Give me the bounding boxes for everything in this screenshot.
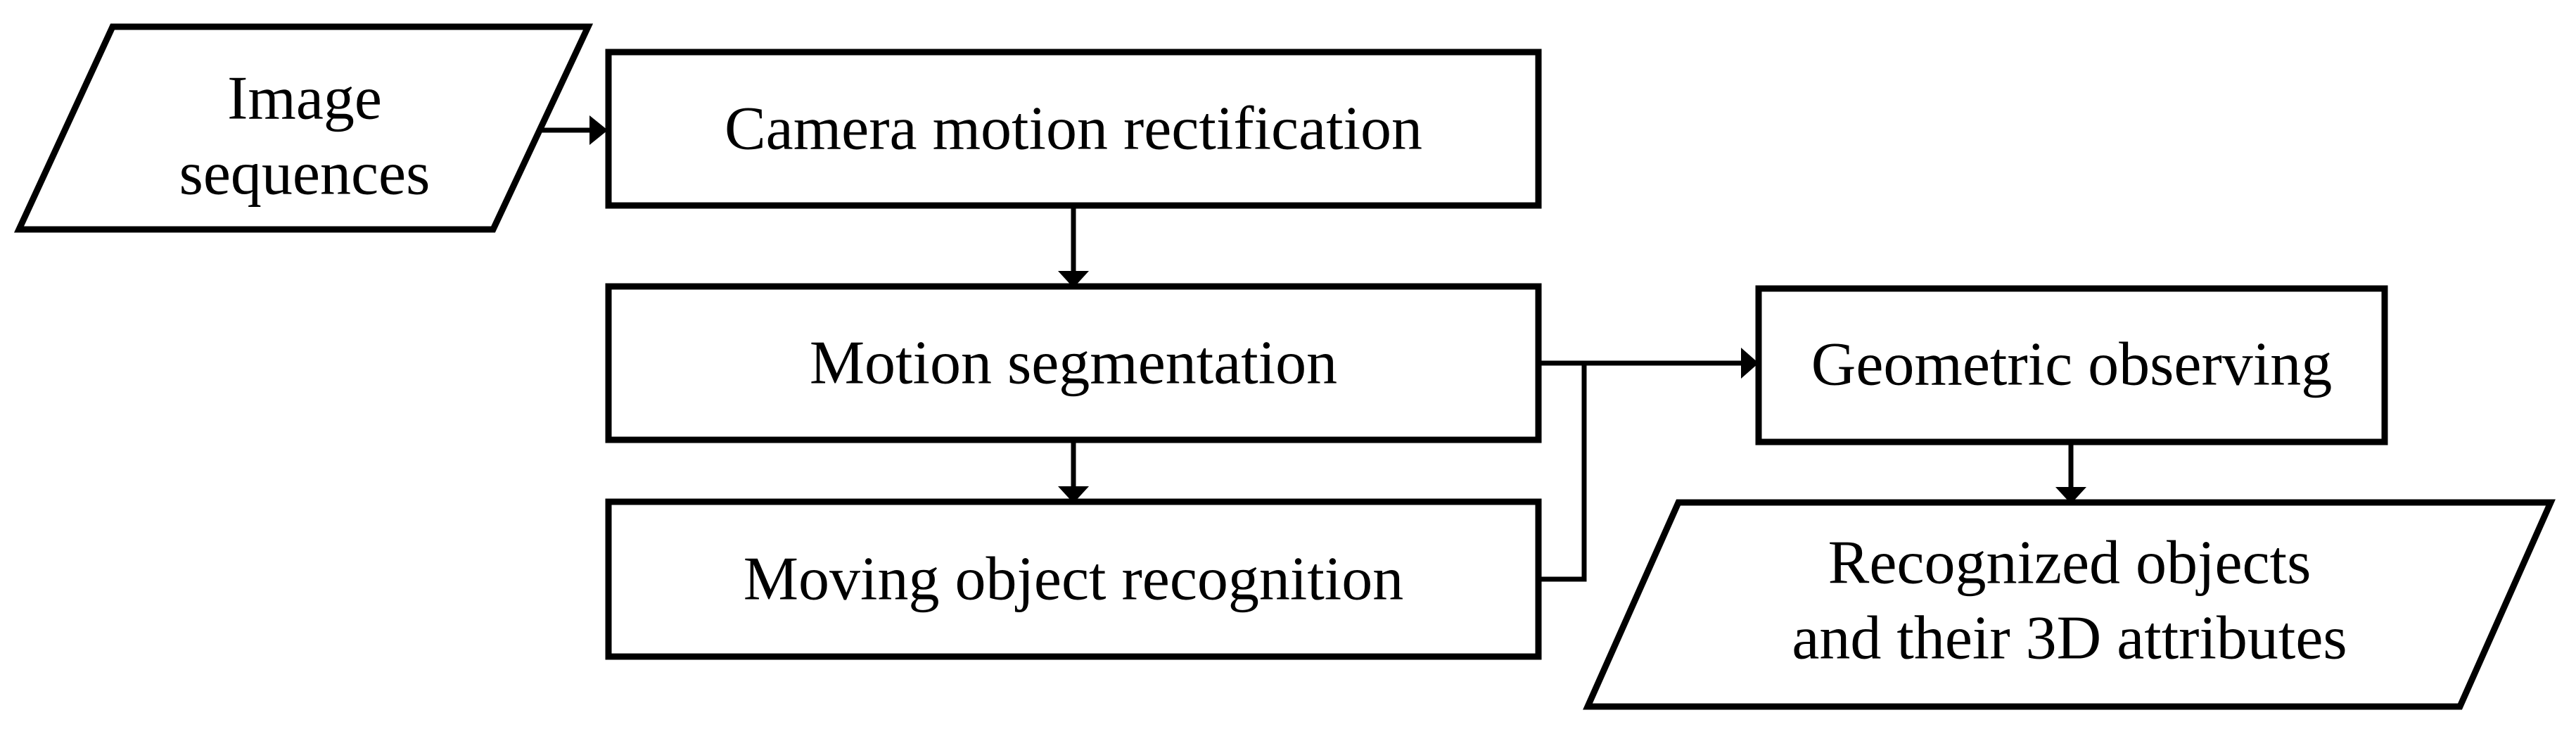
node-motion-segmentation-shape bbox=[605, 283, 1542, 443]
node-geometric-observing-label: Geometric observing bbox=[1811, 331, 2332, 399]
node-image-sequences-label-line1: Image bbox=[227, 65, 382, 133]
arrowhead-down-icon bbox=[1058, 271, 1089, 288]
node-image-sequences-label-line2: sequences bbox=[179, 140, 431, 208]
node-motion-segmentation-label: Motion segmentation bbox=[810, 329, 1337, 398]
node-geometric-observing-shape bbox=[1755, 285, 2388, 445]
arrowhead-right-icon bbox=[1741, 348, 1759, 379]
arrowhead-right-icon bbox=[589, 115, 608, 145]
node-camera-motion-rectification-shape bbox=[605, 49, 1542, 209]
node-camera-motion-rectification-label: Camera motion rectification bbox=[725, 95, 1422, 163]
edge-moving-object-elbow-connector bbox=[1538, 361, 1587, 582]
node-recognized-objects-label-line1: Recognized objects bbox=[1828, 529, 2312, 597]
node-recognized-objects-shape bbox=[1583, 499, 2556, 710]
node-recognized-objects-label-line2: and their 3D attributes bbox=[1792, 605, 2347, 673]
arrowhead-down-icon bbox=[2055, 487, 2086, 504]
node-moving-object-recognition-shape bbox=[605, 498, 1542, 660]
arrowhead-down-icon bbox=[1058, 486, 1089, 503]
node-moving-object-recognition-label: Moving object recognition bbox=[744, 545, 1403, 614]
node-image-sequences-shape bbox=[13, 23, 594, 233]
